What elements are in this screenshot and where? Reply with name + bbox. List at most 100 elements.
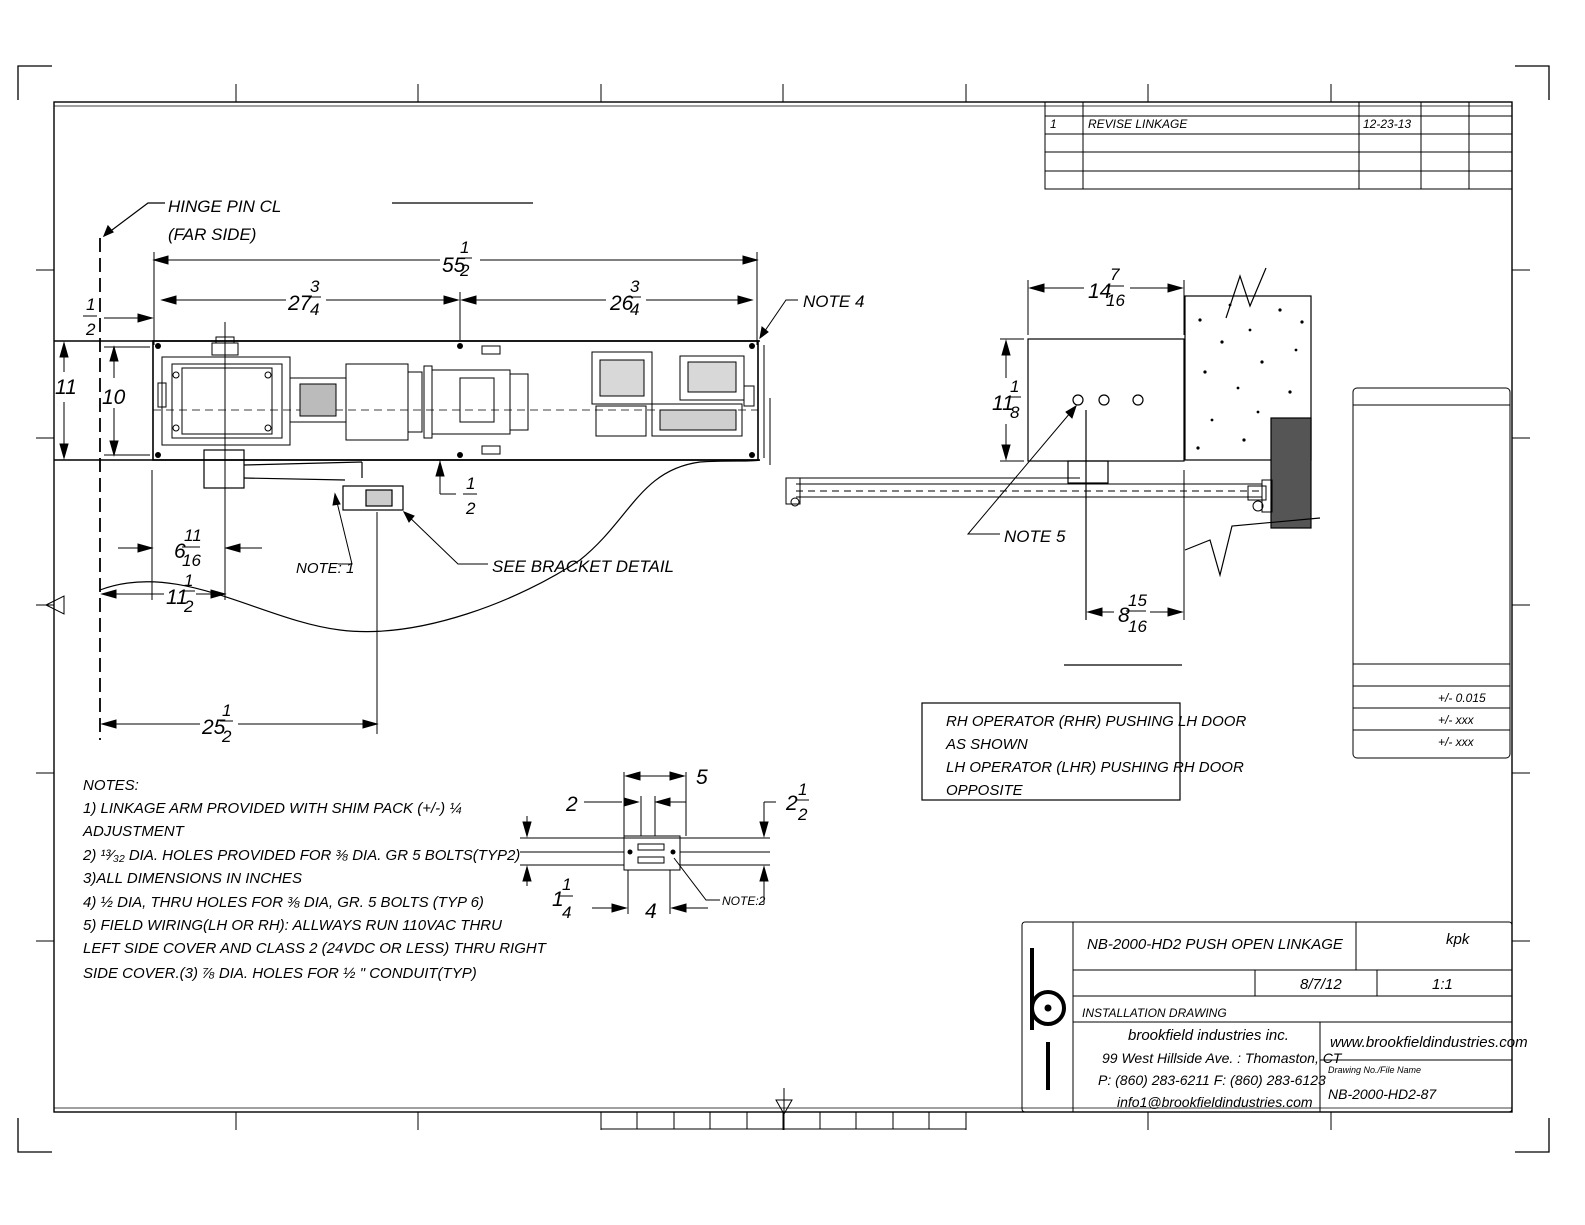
dim-11b [100, 589, 227, 599]
bracket-dim-2h-num: 1 [798, 780, 807, 799]
title-block [1021, 921, 1513, 1113]
wall-speckle [1196, 303, 1304, 450]
company-address: 99 West Hillside Ave. : Thomaston, CT [1102, 1050, 1343, 1066]
dim-26-whole: 26 [609, 292, 634, 315]
revision-date: 12-23-13 [1363, 117, 1411, 131]
dim-bottom-half-den: 2 [465, 499, 476, 518]
gearbox-assembly [157, 322, 529, 490]
dim-6-whole: 6 [174, 540, 186, 563]
note1-leader [332, 492, 353, 565]
side-operator [1027, 338, 1185, 620]
note-line-1: 1) LINKAGE ARM PROVIDED WITH SHIM PACK (… [83, 800, 462, 817]
bracket-dim-4: 4 [645, 900, 657, 923]
side-linkage-arm [785, 477, 1273, 513]
note2-label: NOTE:2 [722, 894, 766, 908]
hinge-leader [102, 202, 165, 238]
dim-half-num: 1 [86, 295, 95, 314]
company-website: www.brookfieldindustries.com [1330, 1034, 1528, 1051]
company-email: info1@brookfieldindustries.com [1117, 1094, 1313, 1110]
note5-leader [966, 404, 1077, 535]
dim-26-den: 4 [630, 300, 639, 319]
tolerance-1: +/- 0.015 [1438, 691, 1486, 705]
revision-table [1044, 101, 1513, 190]
dim-14-num: 7 [1110, 265, 1120, 284]
dim-27-den: 4 [310, 300, 319, 319]
dim-25-whole: 25 [201, 716, 226, 739]
drawn-by: kpk [1446, 931, 1471, 948]
linkage-arm [203, 449, 404, 511]
operator-header-box [152, 340, 771, 465]
bracket-dim-5: 5 [696, 766, 708, 789]
operator-line-1: RH OPERATOR (RHR) PUSHING LH DOOR [946, 713, 1246, 730]
dim-8 [1086, 470, 1185, 620]
bracket-dim-2: 2 [565, 793, 578, 816]
dim-25-den: 2 [221, 727, 232, 746]
dim-14 [1027, 280, 1185, 335]
operator-line-2: AS SHOWN [945, 736, 1028, 753]
revision-number: 1 [1050, 117, 1057, 131]
operator-orientation-box [921, 702, 1181, 801]
note4-leader [759, 299, 798, 340]
dim-14-whole: 14 [1088, 280, 1111, 303]
note-line-2: ADJUSTMENT [82, 823, 186, 840]
note4-label: NOTE 4 [803, 292, 864, 311]
note-line-3: 2) ¹³⁄₃₂ DIA. HOLES PROVIDED FOR ⅜ DIA. … [82, 847, 520, 864]
mounting-holes [155, 343, 755, 458]
dim-11b-num: 1 [184, 571, 193, 590]
dim-26-num: 3 [630, 277, 640, 296]
bracket-dim-1q-whole: 1 [552, 888, 564, 911]
dim-27-num: 3 [310, 277, 320, 296]
dim-11c [1000, 338, 1024, 462]
dim-10: 10 [102, 386, 126, 409]
tolerance-3: +/- xxx [1438, 735, 1475, 749]
bracket-holes [627, 849, 676, 855]
dim-8-den: 16 [1128, 617, 1147, 636]
note-line-7: LEFT SIDE COVER AND CLASS 2 (24VDC OR LE… [83, 940, 548, 957]
bracket-arrows [522, 771, 776, 913]
sheet-corner-marks [17, 65, 1550, 1153]
dim-55-den: 2 [459, 261, 470, 280]
dim-11b-whole: 11 [166, 586, 188, 609]
hinge-pin-label: HINGE PIN CL [168, 197, 281, 216]
note-line-4: 3)ALL DIMENSIONS IN INCHES [83, 870, 302, 887]
dim-8-num: 15 [1128, 591, 1147, 610]
drawing-number: NB-2000-HD2-87 [1328, 1086, 1437, 1102]
drawing-title: NB-2000-HD2 PUSH OPEN LINKAGE [1087, 936, 1344, 953]
company-phone: P: (860) 283-6211 F: (860) 283-6123 [1098, 1072, 1326, 1088]
bracket-leader [402, 511, 488, 565]
drawing-type: INSTALLATION DRAWING [1082, 1006, 1227, 1020]
wall-section [1184, 267, 1321, 578]
note5-label: NOTE 5 [1004, 527, 1066, 546]
revision-description: REVISE LINKAGE [1088, 117, 1188, 131]
dim-half-offset [104, 313, 154, 323]
operator-line-3: LH OPERATOR (LHR) PUSHING RH DOOR [946, 759, 1244, 776]
dim-6 [118, 470, 262, 600]
centering-arrows [44, 595, 793, 1130]
dim-6-den: 16 [182, 551, 201, 570]
company-name: brookfield industries inc. [1128, 1027, 1289, 1044]
see-bracket-label: SEE BRACKET DETAIL [492, 557, 674, 576]
dim-14-den: 16 [1106, 291, 1125, 310]
drawing-border [53, 101, 1513, 1113]
bracket-dim-1q-num: 1 [562, 875, 571, 894]
dim-25 [100, 512, 379, 734]
dim-11-10 [59, 341, 150, 460]
company-logo [1030, 948, 1066, 1090]
bottom-strip [600, 1111, 967, 1130]
bracket-dim-2h-whole: 2 [785, 792, 798, 815]
dim-55 [152, 252, 759, 345]
control-boards [481, 345, 755, 455]
dim-27-26 [160, 292, 754, 340]
dim-half-den: 2 [85, 320, 96, 339]
dim-11: 11 [55, 376, 77, 399]
dim-bottom-half-num: 1 [466, 474, 475, 493]
dim-half-bottom [435, 460, 456, 495]
dim-11c-den: 8 [1010, 403, 1020, 422]
operator-line-4: OPPOSITE [946, 782, 1024, 799]
tolerance-2: +/- xxx [1438, 713, 1475, 727]
dim-55-num: 1 [460, 238, 469, 257]
header-lines [54, 340, 760, 461]
dim-6-num: 11 [184, 526, 202, 545]
dim-8-whole: 8 [1118, 604, 1130, 627]
drawing-scale: 1:1 [1432, 976, 1453, 993]
